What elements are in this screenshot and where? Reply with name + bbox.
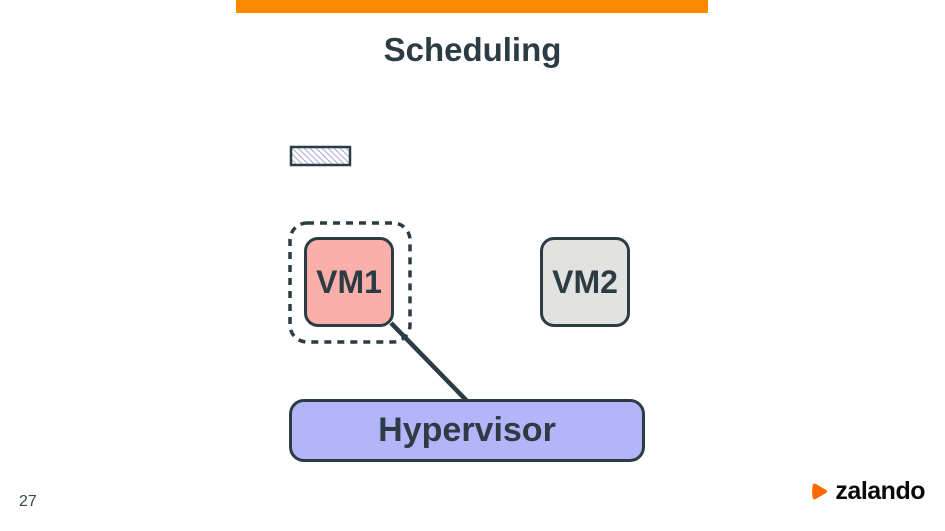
zalando-logo-text: zalando [835,477,925,505]
vm2-node: VM2 [540,237,630,327]
zalando-logo-icon [812,483,828,499]
vm2-label: VM2 [552,263,618,300]
hypervisor-label: Hypervisor [378,411,556,449]
page-number: 27 [19,493,37,510]
hypervisor-node: Hypervisor [289,399,645,462]
vm1-label: VM1 [316,263,382,300]
accent-bar [236,0,708,13]
zalando-logo: zalando [808,477,925,506]
vm1-hypervisor-connector [389,321,469,403]
slide-title: Scheduling [383,31,562,68]
vm1-node: VM1 [304,237,394,327]
hatched-legend-swatch [289,145,352,167]
